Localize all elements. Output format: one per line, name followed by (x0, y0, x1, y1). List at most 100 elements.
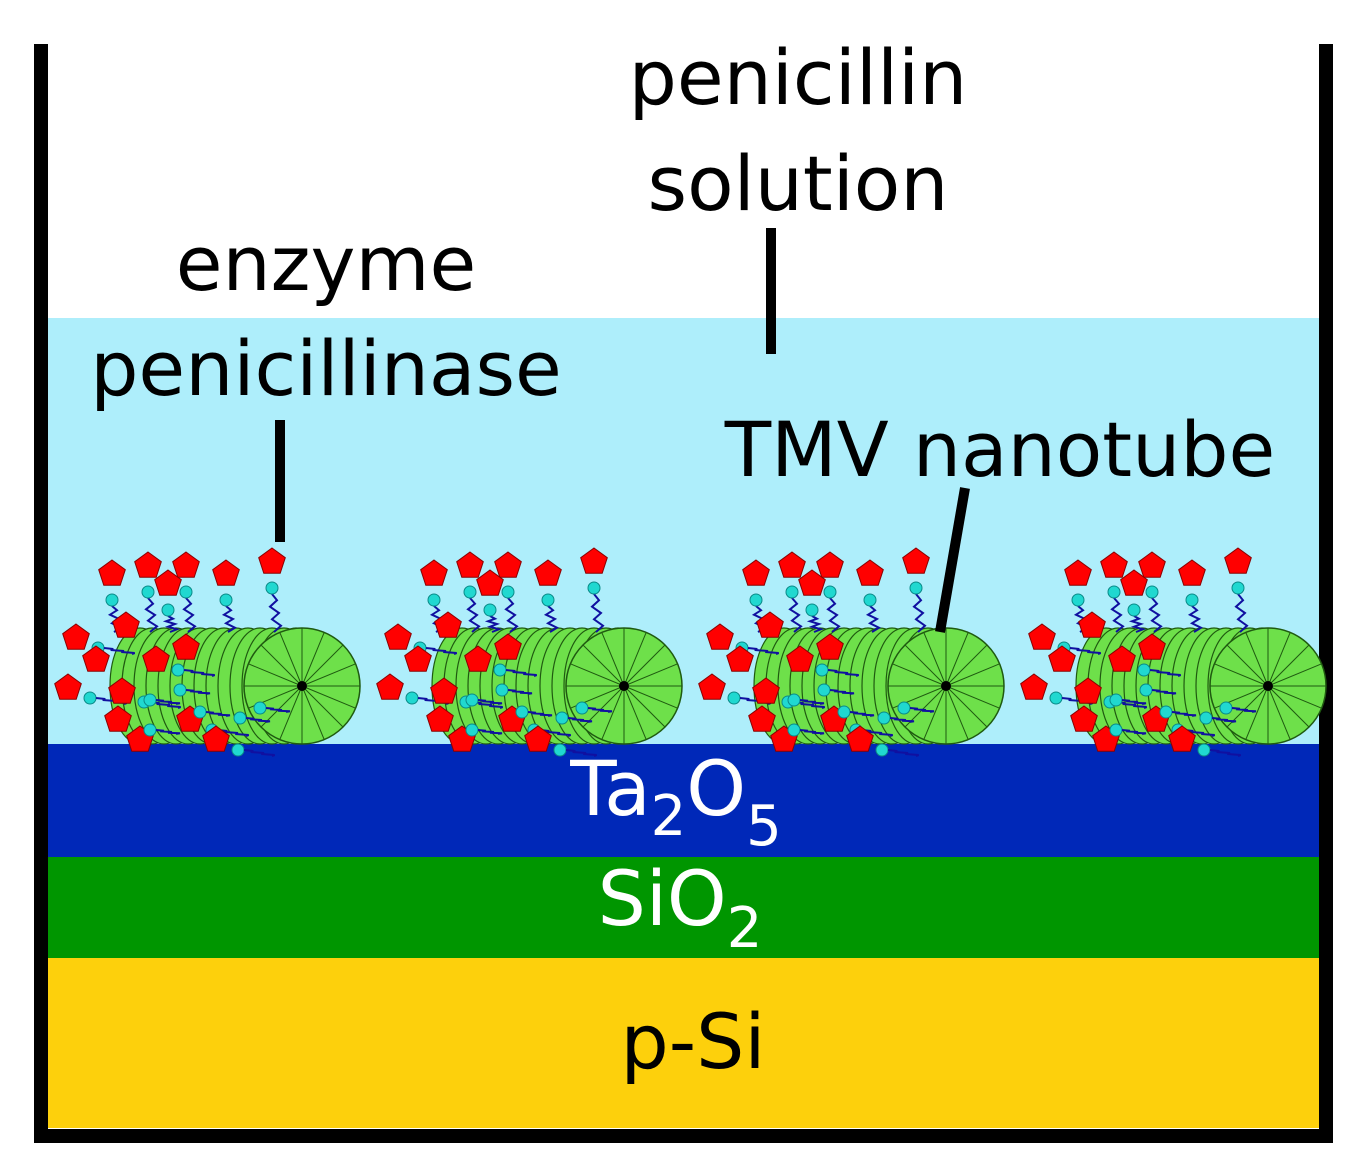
tmv-label: TMV nanotube (724, 405, 1276, 494)
linker-chain (865, 605, 882, 633)
tmv-spoke (601, 632, 625, 687)
solution-label-line1: penicillin (629, 33, 968, 122)
tmv-core-dot (1263, 681, 1273, 691)
linker-bead-icon (1145, 585, 1159, 599)
enzyme-icon (742, 559, 770, 586)
enzyme-icon (580, 547, 608, 574)
linker-bead-icon (141, 585, 155, 599)
linker-chain (565, 749, 598, 757)
linker-bead-icon (1127, 603, 1141, 617)
enzyme-icon (1138, 551, 1166, 578)
container-outline (34, 44, 1333, 1143)
tmv-spoke (623, 685, 678, 709)
linker-bead-icon (1109, 723, 1123, 737)
linker-bead-icon (463, 585, 477, 599)
linker-chain (471, 701, 504, 709)
tmv-spoke (570, 663, 625, 687)
linker-chain (183, 669, 216, 677)
linker-bead-icon (105, 593, 119, 607)
enzyme-icon (426, 705, 454, 732)
enzyme-icon (1070, 705, 1098, 732)
linker-chain (144, 597, 159, 633)
tmv-spoke (1245, 685, 1269, 740)
linker-bead-icon (405, 691, 419, 705)
enzyme-icon (82, 645, 110, 672)
tmv-spoke (301, 685, 356, 709)
linker-chain (217, 729, 250, 737)
linker-bead-icon (1137, 663, 1151, 677)
psi-layer (40, 958, 1326, 1128)
enzyme-icon (816, 633, 844, 660)
linker-bead-icon (875, 743, 889, 757)
tmv-spoke (945, 663, 1000, 687)
linker-chain (1209, 749, 1242, 757)
linker-chain (425, 647, 458, 655)
linker-bead-icon (1185, 593, 1199, 607)
linker-bead-icon (1049, 691, 1063, 705)
linker-chain (103, 647, 136, 655)
tmv-spoke (623, 685, 647, 740)
tmv-nanotube (1020, 547, 1327, 757)
tmv-spoke (945, 685, 969, 740)
linker-chain (799, 729, 825, 735)
enzyme-icon (1028, 623, 1056, 650)
linker-bead-icon (863, 593, 877, 607)
tmv-spoke (1267, 644, 1310, 687)
enzyme-icon (494, 551, 522, 578)
tmv-spoke (623, 644, 666, 687)
enzyme-icon (778, 551, 806, 578)
linker-chain (1148, 597, 1163, 633)
tmv-spoke (601, 685, 625, 740)
tmv-spoke (279, 685, 303, 740)
linker-bead-icon (909, 581, 923, 595)
enzyme-icon (1074, 677, 1102, 704)
linker-chain (909, 707, 935, 713)
linker-chain (507, 689, 533, 695)
linker-chain (827, 669, 860, 677)
linker-chain (268, 593, 283, 633)
tmv-spoke (582, 644, 625, 687)
linker-chain (799, 699, 825, 705)
enzyme-icon (476, 569, 504, 596)
tmv-spoke (301, 663, 356, 687)
tmv-spoke (1226, 685, 1269, 728)
tmv-nanotube (54, 547, 361, 757)
enzyme-icon (384, 623, 412, 650)
linker-chain (265, 707, 291, 713)
linker-chain (205, 711, 231, 717)
linker-chain (1151, 689, 1177, 695)
linker-chain (245, 717, 271, 723)
enzyme-label-line2: penicillinase (90, 324, 562, 413)
linker-chain (1211, 717, 1237, 723)
enzyme-icon (154, 569, 182, 596)
enzyme-icon (1048, 645, 1076, 672)
sio2-layer (40, 857, 1326, 958)
sio2-label-main: SiO (598, 854, 727, 943)
linker-bead-icon (837, 705, 851, 719)
linker-chain (149, 701, 182, 709)
enzyme-icon (786, 645, 814, 672)
linker-chain (861, 729, 894, 737)
enzyme-icon (698, 673, 726, 700)
linker-chain (587, 707, 613, 713)
enzyme-icon (534, 559, 562, 586)
tmv-spoke (904, 685, 947, 728)
tmv-spoke (945, 685, 1000, 709)
enzyme-icon (134, 551, 162, 578)
enzyme-icon (1224, 547, 1252, 574)
enzyme-icon (104, 705, 132, 732)
linker-bead-icon (805, 603, 819, 617)
linker-bead-icon (815, 663, 829, 677)
linker-chain (1183, 729, 1216, 737)
enzyme-icon (258, 547, 286, 574)
linker-chain (155, 699, 181, 705)
tmv-spoke (945, 685, 988, 728)
linker-chain (1128, 615, 1147, 633)
tmv-spoke (260, 644, 303, 687)
enzyme-icon (1078, 611, 1106, 638)
linker-chain (543, 605, 560, 633)
linker-bead-icon (483, 603, 497, 617)
linker-bead-icon (749, 593, 763, 607)
linker-bead-icon (143, 693, 157, 707)
tmv-spoke (1267, 685, 1322, 709)
